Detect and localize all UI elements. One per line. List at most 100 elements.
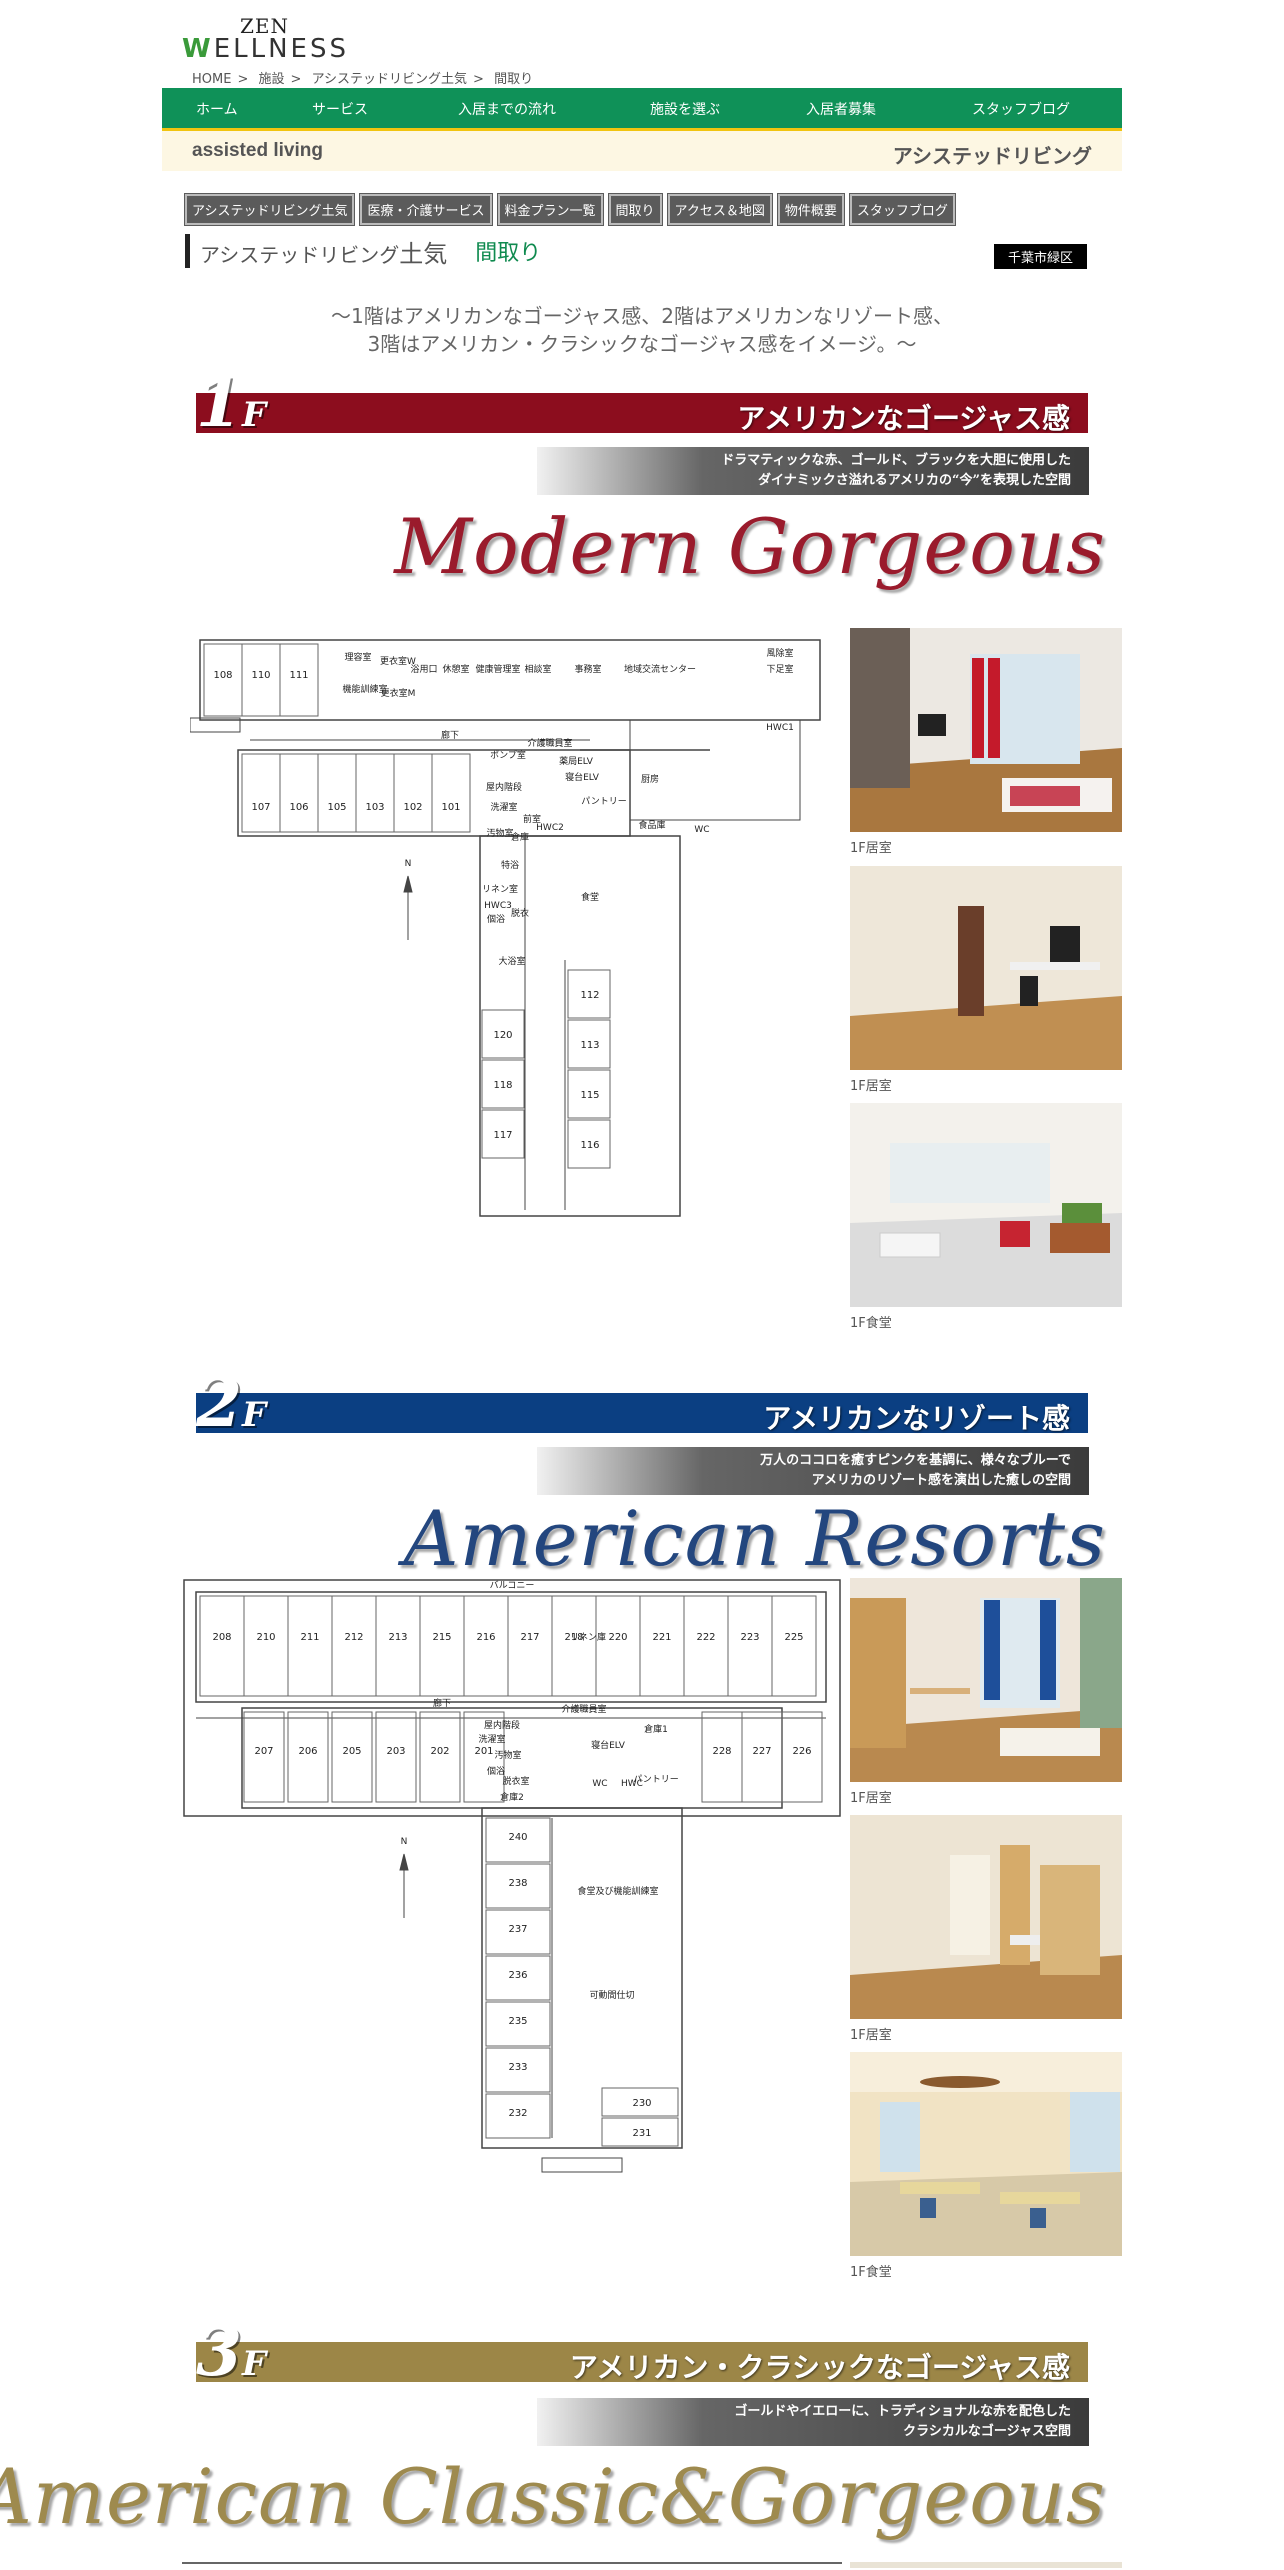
room-number: 225 [784, 1632, 803, 1643]
plan-label: 介護職員室 [527, 737, 572, 749]
plan-room-outline [567, 1119, 611, 1169]
subnav-medical[interactable]: 医療・介護サービス [359, 193, 493, 226]
plan-room-outline [431, 753, 471, 833]
subnav-floorplan[interactable]: 間取り [607, 193, 663, 226]
breadcrumb-facility[interactable]: 施設 [258, 72, 285, 87]
floor-1-caption-b: 1F居室 [850, 1079, 892, 1094]
subnav-blog[interactable]: スタッフブログ [848, 193, 956, 226]
plan-room-outline [567, 1069, 611, 1119]
breadcrumb-home[interactable]: HOME [192, 72, 232, 87]
room-number: 213 [388, 1632, 407, 1643]
plan-room-outline [375, 1595, 421, 1697]
floor-2-header: 2F アメリカンなリゾート感 [196, 1370, 1088, 1436]
plan-label: 可動間仕切 [589, 1989, 634, 2001]
plan-label: HWC [621, 1779, 643, 1789]
room-number: 220 [608, 1632, 627, 1643]
room-number: 207 [254, 1746, 273, 1757]
room-number: 103 [365, 802, 384, 813]
plan-room-outline [243, 1595, 289, 1697]
nav-facilities[interactable]: 施設を選ぶ [650, 102, 720, 118]
plan-room-outline [639, 1595, 685, 1697]
plan-room-outline [317, 753, 357, 833]
room-number: 112 [580, 990, 599, 1001]
plan-label: 特浴 [501, 859, 519, 871]
floor-2-script-title: American Resorts [403, 1494, 1106, 1583]
room-number: 218 [564, 1632, 583, 1643]
room-number: 223 [740, 1632, 759, 1643]
floor-2-room-photo-a [850, 1578, 1122, 1782]
plan-label: 食品庫 [638, 819, 665, 831]
room-number: 113 [580, 1040, 599, 1051]
plan-room-outline [355, 753, 395, 833]
plan-room-outline [375, 1711, 417, 1803]
floor-1-title: アメリカンなゴージャス感 [737, 402, 1070, 435]
room-number: 206 [298, 1746, 317, 1757]
plan-room-outline [567, 969, 611, 1019]
room-number: 226 [792, 1746, 811, 1757]
floor-1-description: ドラマティックな赤、ゴールド、ブラックを大胆に使用したダイナミックさ溢れるアメリ… [537, 447, 1089, 495]
plan-room-outline [727, 1595, 773, 1697]
area-badge: 千葉市緑区 [994, 244, 1088, 269]
plan-label: 倉庫 [511, 831, 529, 843]
nav-staff-blog[interactable]: スタッフブログ [972, 102, 1070, 118]
plan-label: パントリー [633, 1774, 678, 1785]
breadcrumb: HOME> 施設> アシステッドリビング土気> 間取り [192, 72, 534, 87]
plan-room-outline [683, 1595, 729, 1697]
floor-3-header: 3F アメリカン・クラシックなゴージャス感 [196, 2319, 1088, 2385]
room-number: 236 [508, 1970, 527, 1981]
plan-room-outline [481, 1059, 525, 1109]
room-number: 230 [632, 2098, 651, 2109]
plan-label: ポンプ室 [490, 749, 526, 761]
room-number: 216 [476, 1632, 495, 1643]
plan-room-outline [463, 1711, 505, 1803]
room-number: 110 [251, 670, 270, 681]
plan-label: 汚物室 [486, 827, 513, 839]
plan-room-outline [287, 1595, 333, 1697]
room-number: 238 [508, 1878, 527, 1889]
subnav-prices[interactable]: 料金プラン一覧 [496, 193, 604, 226]
plan-room-outline [567, 1019, 611, 1069]
nav-service[interactable]: サービス [312, 102, 368, 118]
subnav-overview[interactable]: 物件概要 [776, 193, 845, 226]
plan-room-outline [393, 753, 433, 833]
breadcrumb-current: 間取り [494, 72, 534, 87]
plan-label: HWC2 [536, 823, 564, 833]
room-number: 212 [344, 1632, 363, 1643]
page-name: 間取り [475, 241, 542, 266]
plan-label: 個浴 [487, 913, 505, 925]
room-number: 107 [251, 802, 270, 813]
floor-2-caption-b: 1F居室 [850, 2028, 892, 2043]
room-number: 208 [212, 1632, 231, 1643]
floor-1-room-photo-b [850, 866, 1122, 1070]
plan-room-outline [331, 1711, 373, 1803]
plan-label: 屋内階段 [484, 1719, 520, 1731]
plan-room-outline [279, 643, 319, 717]
room-number: 102 [403, 802, 422, 813]
nav-recruit[interactable]: 入居者募集 [806, 102, 876, 118]
nav-home[interactable]: ホーム [196, 102, 238, 118]
plan-label: 機能訓練室 [342, 683, 387, 695]
logo-top: ZEN [240, 14, 289, 38]
room-number: 222 [696, 1632, 715, 1643]
subnav-top[interactable]: アシステッドリビング土気 [183, 193, 356, 226]
room-number: 202 [430, 1746, 449, 1757]
plan-label: 脱衣室 [502, 1775, 529, 1787]
plan-label: HWC1 [766, 723, 794, 733]
floor-2-caption-a: 1F居室 [850, 1791, 892, 1806]
category-jp: アシステッドリビング [892, 144, 1092, 168]
plan-label: リネン室 [482, 883, 518, 895]
breadcrumb-building[interactable]: アシステッドリビング土気 [311, 72, 468, 87]
facility-subnav: アシステッドリビング土気 医療・介護サービス 料金プラン一覧 間取り アクセス＆… [183, 193, 956, 226]
room-number: 101 [441, 802, 460, 813]
nav-flow[interactable]: 入居までの流れ [458, 102, 556, 118]
plan-label: 寝台ELV [565, 771, 600, 783]
subnav-access[interactable]: アクセス＆地図 [666, 193, 773, 226]
site-logo[interactable]: ZEN WELLNESS [182, 14, 352, 64]
room-number: 240 [508, 1832, 527, 1843]
plan-label: 食堂 [581, 891, 599, 903]
plan-room-outline [331, 1595, 377, 1697]
plan-label: バルコニー [490, 1580, 535, 1591]
plan-label: 更衣室W [380, 655, 416, 667]
floor-2-dining-photo [850, 2052, 1122, 2256]
